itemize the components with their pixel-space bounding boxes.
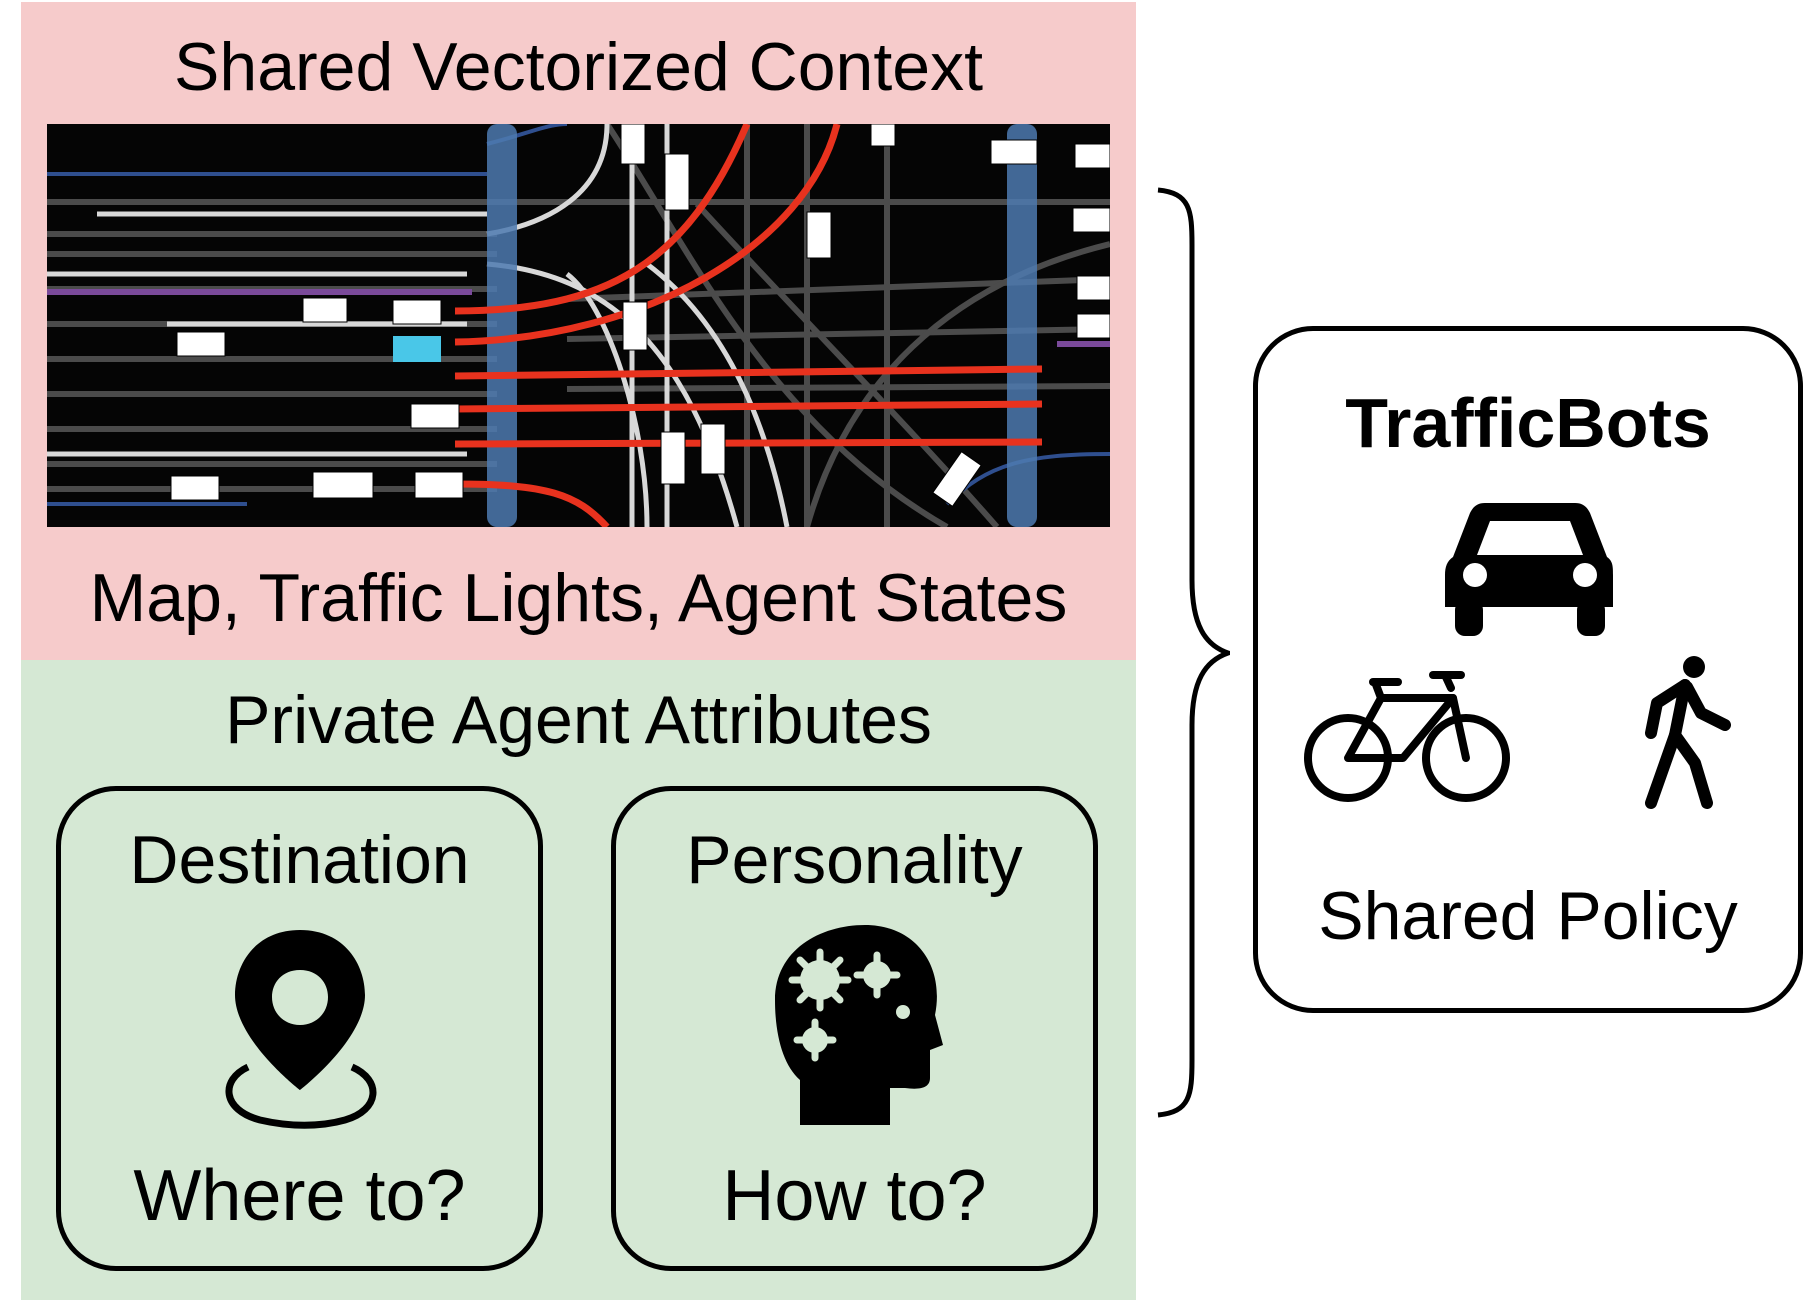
shared-context-title: Shared Vectorized Context xyxy=(174,29,983,105)
pedestrian-icon xyxy=(1645,656,1731,809)
car-icon xyxy=(1445,503,1613,636)
ego-agent xyxy=(393,336,441,362)
destination-box xyxy=(56,786,543,1271)
destination-title: Destination xyxy=(129,822,470,898)
agent-boxes xyxy=(170,124,1110,508)
bike-lanes xyxy=(47,289,1110,347)
location-pin-icon xyxy=(225,930,377,1129)
head-gears-icon xyxy=(775,925,943,1125)
trafficbots-box xyxy=(1253,326,1803,1013)
private-attributes-panel xyxy=(21,660,1136,1300)
trafficbots-caption: Shared Policy xyxy=(1318,878,1738,954)
private-attributes-title: Private Agent Attributes xyxy=(225,682,932,758)
trafficbots-title: TrafficBots xyxy=(1345,384,1711,462)
bicycle-icon xyxy=(1304,671,1510,802)
route-lines xyxy=(454,124,1043,527)
personality-question: How to? xyxy=(722,1156,987,1236)
personality-title: Personality xyxy=(686,822,1023,898)
map-visualization xyxy=(47,124,1110,527)
shared-context-caption: Map, Traffic Lights, Agent States xyxy=(89,560,1068,636)
destination-question: Where to? xyxy=(133,1156,466,1236)
crosswalks xyxy=(487,124,1037,527)
curly-brace xyxy=(1157,187,1230,1118)
personality-box xyxy=(611,786,1098,1271)
